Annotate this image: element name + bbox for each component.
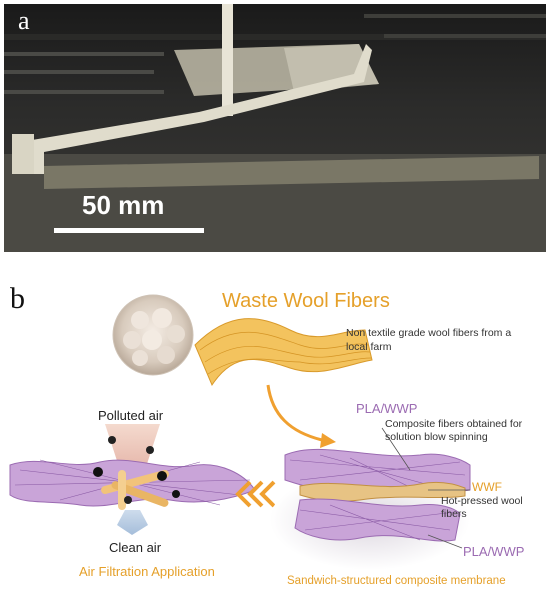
panel-b-label: b: [10, 282, 25, 315]
scale-bar: [54, 228, 204, 233]
polluted-air-label: Polluted air: [98, 408, 164, 423]
wool-sample-image: [112, 294, 194, 376]
photo-illustration: [4, 4, 546, 252]
pla-wwp-top-label: PLA/WWP: [356, 401, 418, 416]
waste-wool-title: Waste Wool Fibers: [222, 290, 390, 312]
wwf-label: WWF: [472, 480, 502, 494]
printed-part-photo: [4, 4, 546, 252]
wwf-note: Hot-pressed wool fibers: [441, 495, 523, 520]
clean-air-label: Clean air: [109, 540, 162, 555]
air-filtration-caption: Air Filtration Application: [79, 564, 215, 579]
air-filtration-figure: [9, 424, 256, 535]
panel-a-label: a: [18, 6, 30, 35]
process-arrow-icon: [320, 433, 336, 448]
waste-wool-note: Non textile grade wool fibers from a loc…: [346, 327, 512, 353]
pla-wwp-bottom-label: PLA/WWP: [463, 544, 525, 559]
pla-wwp-top-note: Composite fibers obtained for solution b…: [385, 418, 523, 443]
chevrons-left-icon: [235, 480, 276, 508]
wool-fiber-mat: [194, 318, 373, 387]
scale-bar-label: 50 mm: [82, 190, 165, 220]
sandwich-membrane-caption: Sandwich-structured composite membrane: [287, 575, 506, 587]
sandwich-membrane-figure: [270, 427, 471, 570]
